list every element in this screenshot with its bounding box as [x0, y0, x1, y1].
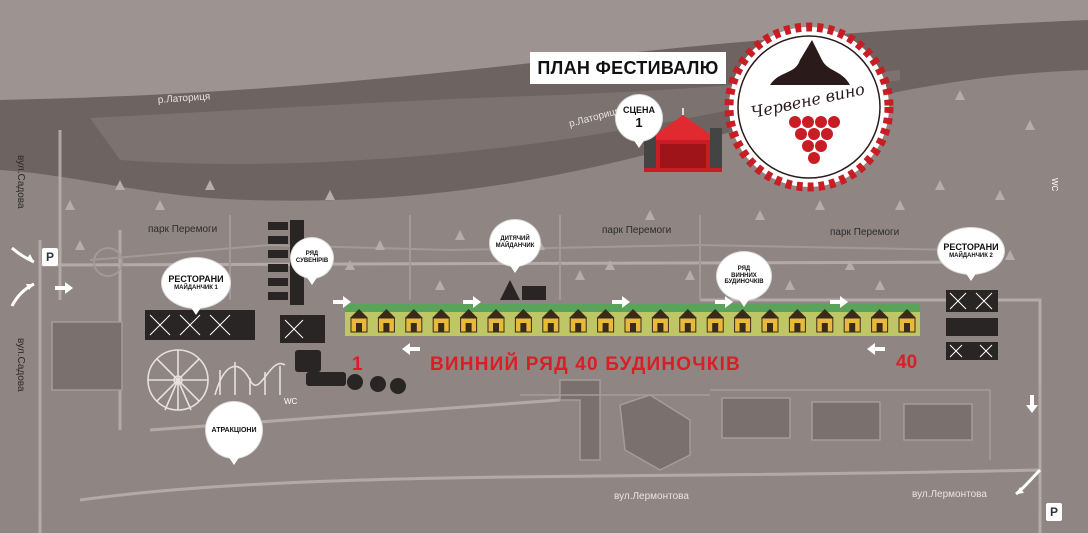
- wine-house[interactable]: [624, 309, 642, 333]
- parking-sign-1[interactable]: P: [42, 248, 58, 266]
- ferris-wheel: [147, 349, 209, 411]
- wine-house[interactable]: [870, 309, 889, 333]
- wine-house[interactable]: [596, 309, 615, 333]
- building-left: [51, 321, 123, 391]
- attractions-label[interactable]: АТРАКЦІОНИ: [206, 402, 262, 465]
- wc-label-2: WC: [1050, 178, 1059, 192]
- restaurants-2-line1: РЕСТОРАНИ: [943, 241, 999, 252]
- parking-sign-2[interactable]: P: [1046, 503, 1062, 521]
- map-title: ПЛАН ФЕСТИВАЛЮ: [530, 52, 726, 84]
- river-label-1: р.Латориця: [157, 91, 210, 106]
- wine-house[interactable]: [541, 309, 560, 333]
- kids-label-line2: МАЙДАНЧИК: [495, 243, 535, 249]
- wine-house[interactable]: [487, 309, 505, 333]
- wine-house[interactable]: [350, 309, 368, 333]
- wine-houses-line1: РЯД: [737, 265, 751, 272]
- wine-houses-line2: ВИННИХ: [731, 272, 757, 279]
- wine-house[interactable]: [459, 309, 478, 333]
- building-2: [811, 401, 881, 441]
- attraction-icons: [295, 350, 406, 394]
- wine-house[interactable]: [651, 309, 670, 333]
- park-label-2: парк Перемоги: [602, 225, 671, 236]
- wine-house[interactable]: [843, 309, 862, 333]
- restaurants-1-line1: РЕСТОРАНИ: [168, 273, 224, 284]
- stage-label-line2: 1: [635, 114, 643, 130]
- park-label-3: парк Перемоги: [830, 227, 899, 238]
- sadova-label-1: вул.Садова: [15, 155, 26, 209]
- wine-houses: [350, 309, 916, 333]
- souvenir-label-line2: СУВЕНІРІВ: [295, 258, 329, 264]
- lermontova-label-2: вул.Лермонтова: [912, 489, 987, 500]
- building-1: [721, 397, 791, 439]
- wine-house[interactable]: [815, 309, 834, 333]
- stage-label-line1: СЦЕНА: [622, 105, 656, 116]
- souvenir-label-line1: РЯД: [305, 251, 319, 258]
- park-label-1: парк Перемоги: [148, 224, 217, 235]
- wine-house[interactable]: [569, 309, 588, 333]
- wine-house[interactable]: [706, 309, 725, 333]
- kids-playground: [500, 280, 546, 300]
- wine-house[interactable]: [432, 309, 451, 333]
- building-3: [903, 403, 973, 441]
- restaurants-1-line2: МАЙДАНЧИК 1: [174, 284, 218, 291]
- roller-coaster: [214, 362, 286, 396]
- wine-house[interactable]: [514, 309, 533, 333]
- wine-house[interactable]: [788, 309, 807, 333]
- building-curve: [559, 379, 601, 461]
- wine-house[interactable]: [678, 309, 697, 333]
- wine-row-start: 1: [352, 354, 363, 375]
- wine-house[interactable]: [733, 309, 752, 333]
- wine-houses-line3: БУДИНОЧКІВ: [724, 279, 764, 286]
- souvenir-stalls: [268, 222, 288, 300]
- festival-logo: Червене вино: [724, 22, 894, 192]
- restaurants-area-2: [946, 290, 998, 360]
- sadova-label-2: вул.Садова: [15, 338, 26, 392]
- wine-row-label: ВИННИЙ РЯД 40 БУДИНОЧКІВ: [430, 354, 741, 375]
- wine-house[interactable]: [761, 309, 779, 333]
- attractions-text: АТРАКЦІОНИ: [211, 426, 257, 434]
- wine-row-end: 40: [896, 352, 918, 373]
- kids-label-line1: ДИТЯЧИЙ: [500, 236, 530, 243]
- wc-label-1: WC: [284, 397, 298, 406]
- lermontova-label-1: вул.Лермонтова: [614, 491, 689, 502]
- wine-house[interactable]: [404, 309, 423, 333]
- restaurants-2-line2: МАЙДАНЧИК 2: [949, 252, 993, 259]
- wine-house[interactable]: [377, 309, 396, 333]
- wine-house[interactable]: [898, 309, 916, 333]
